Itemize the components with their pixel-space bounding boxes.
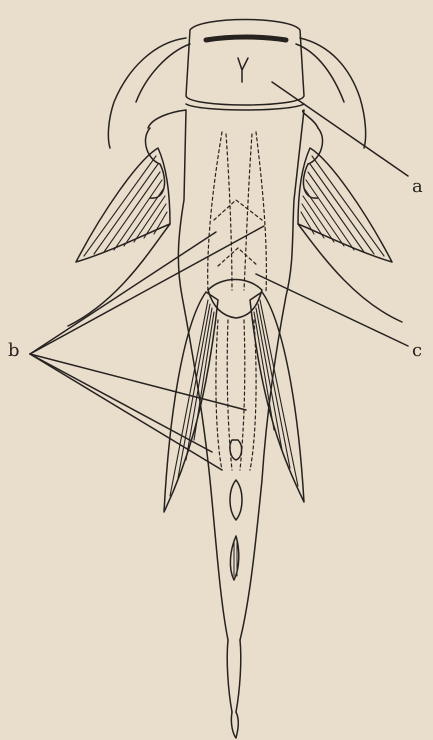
- internal-organ-mark: [230, 440, 242, 460]
- shoulder-right: [303, 128, 322, 198]
- leader-b: [30, 226, 264, 470]
- right-pectoral-fin: [298, 148, 392, 262]
- left-barbel-inner: [136, 44, 190, 102]
- right-barbel: [300, 38, 366, 148]
- right-pelvic-rays: [254, 300, 298, 486]
- shoulder-left: [145, 128, 164, 198]
- right-pelvic-fin: [250, 292, 304, 502]
- leader-a: [272, 82, 408, 176]
- mouth-vee: [238, 58, 248, 82]
- anal-fin: [230, 536, 238, 580]
- left-pectoral-rays: [84, 156, 167, 256]
- caudal-fin: [231, 712, 238, 738]
- anal-fin-rays: [234, 540, 237, 576]
- oral-disc-bar: [206, 37, 286, 40]
- anal-opening: [230, 480, 242, 520]
- right-pectoral-spine: [298, 224, 402, 322]
- caudal-peduncle: [227, 640, 241, 712]
- left-pectoral-fin: [76, 148, 170, 262]
- label-c: c: [412, 342, 422, 360]
- label-b: b: [8, 342, 20, 360]
- left-pectoral-spine: [68, 224, 170, 326]
- right-pectoral-rays: [301, 156, 384, 256]
- label-a: a: [412, 178, 423, 196]
- left-pelvic-rays: [170, 300, 214, 496]
- body-right-outline: [240, 110, 318, 640]
